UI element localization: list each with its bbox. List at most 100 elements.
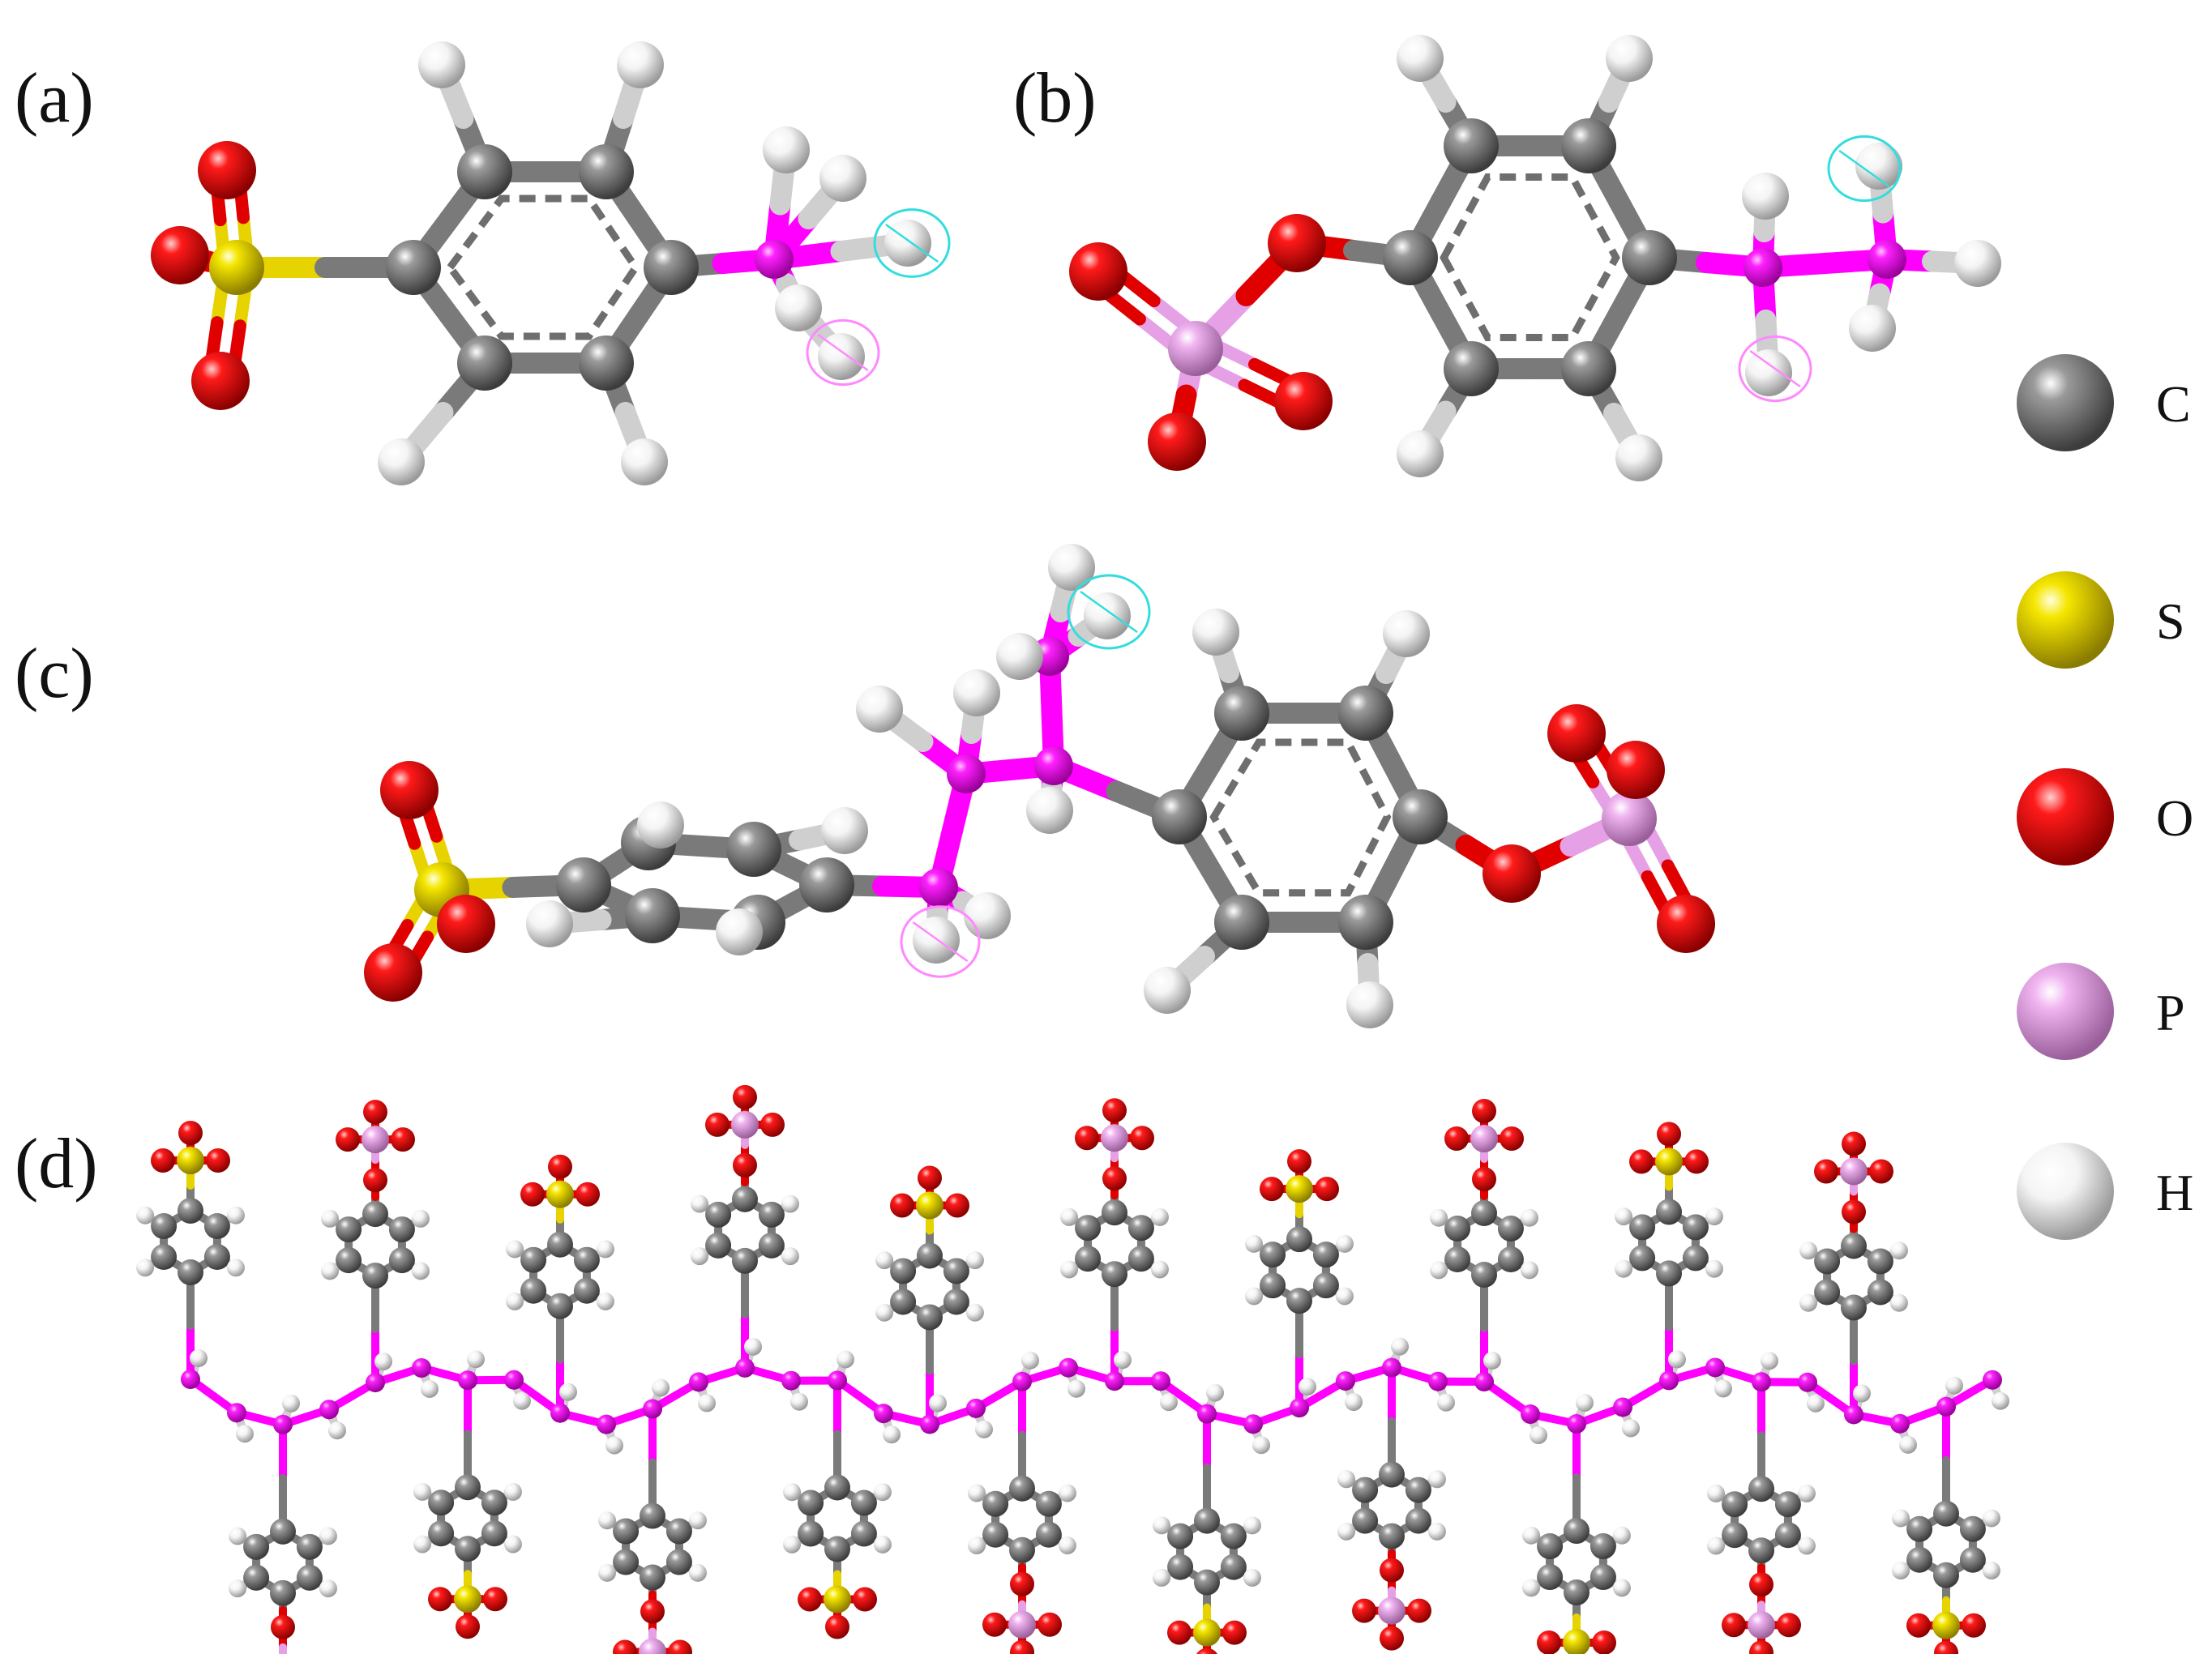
mol-d-atom-backbone-carbon-128	[781, 1370, 801, 1391]
mol-b-atom-carbon-7	[1561, 118, 1616, 173]
mol-d-atom-backbone-carbon-296	[1659, 1370, 1679, 1391]
mol-d-atom-hydrogen-147	[883, 1425, 901, 1444]
mol-d-atom-hydrogen-1	[190, 1349, 208, 1367]
mol-d-atom-carbon-242	[1379, 1523, 1405, 1549]
mol-d-atom-backbone-carbon-56	[458, 1370, 477, 1391]
mol-d-atom-hydrogen-270	[1520, 1261, 1538, 1280]
mol-d-atom-carbon-210	[1220, 1523, 1247, 1549]
mol-d-atom-carbon-229	[1312, 1272, 1339, 1299]
mol-d-atom-oxygen-256	[1380, 1626, 1404, 1651]
mol-d-atom-carbon-228	[1312, 1242, 1339, 1268]
panel-label-d: (d)	[15, 1125, 98, 1203]
mol-a-atom-carbon-4	[386, 240, 441, 295]
mol-d-atom-oxygen-88	[575, 1182, 600, 1207]
mol-d-atom-oxygen-69	[428, 1587, 452, 1612]
mol-c-atom-carbon-6	[726, 822, 781, 877]
mol-d-atom-hydrogen-269	[1520, 1208, 1538, 1227]
mol-c-atom-hydrogen-24	[1026, 787, 1073, 834]
mol-d-atom-carbon-76	[547, 1293, 573, 1319]
mol-c-atom-oxygen-1	[380, 761, 439, 819]
mol-d-atom-phosphorus-105	[639, 1638, 666, 1654]
mol-d-atom-carbon-62	[481, 1489, 507, 1516]
mol-d-atom-oxygen-13	[151, 1148, 175, 1173]
mol-d-atom-carbon-355	[1906, 1546, 1933, 1573]
mol-d-atom-hydrogen-361	[1892, 1509, 1910, 1528]
mol-d-atom-carbon-151	[890, 1289, 917, 1315]
mol-d-atom-carbon-169	[982, 1521, 1009, 1548]
mol-d-atom-carbon-99	[665, 1549, 692, 1575]
mol-b-atom-phosphorus-0	[1168, 321, 1223, 376]
mol-d-atom-backbone-carbon-183	[1059, 1357, 1078, 1378]
mol-d-atom-backbone-carbon-185	[1105, 1371, 1124, 1391]
mol-d-atom-carbon-246	[1405, 1477, 1431, 1503]
mol-d-atom-carbon-320	[1774, 1491, 1801, 1518]
mol-d-atom-backbone-carbon-37	[366, 1373, 385, 1393]
mol-d-atom-oxygen-255	[1407, 1598, 1431, 1623]
mol-d-atom-oxygen-30	[271, 1614, 295, 1639]
mol-d-atom-carbon-134	[798, 1489, 824, 1516]
mol-d-atom-backbone-carbon-278	[1567, 1414, 1586, 1434]
mol-a-atom-hydrogen-16	[819, 155, 866, 202]
mol-d-atom-hydrogen-176	[1058, 1484, 1076, 1502]
mol-d-atom-oxygen-126	[760, 1112, 785, 1137]
mol-d-atom-hydrogen-205	[1206, 1383, 1224, 1402]
mol-d-atom-hydrogen-55	[421, 1380, 439, 1399]
mol-d-atom-sulfur-86	[546, 1180, 574, 1208]
mol-d-atom-carbon-207	[1167, 1554, 1194, 1580]
mol-b-atom-oxygen-1	[1268, 214, 1326, 272]
mol-d-atom-carbon-340	[1867, 1279, 1893, 1306]
mol-d-atom-oxygen-104	[640, 1599, 665, 1624]
mol-d-atom-hydrogen-110	[698, 1394, 716, 1413]
mol-d-atom-oxygen-161	[890, 1193, 914, 1218]
mol-d-atom-oxygen-197	[1102, 1166, 1127, 1191]
mol-c-atom-oxygen-38	[1547, 704, 1606, 763]
mol-d-atom-hydrogen-277	[1530, 1426, 1547, 1445]
mol-d-atom-oxygen-87	[520, 1182, 545, 1207]
mol-d-atom-carbon-133	[798, 1520, 824, 1547]
mol-c-atom-hydrogen-21	[1048, 544, 1095, 591]
mol-b-atom-carbon-8	[1622, 230, 1677, 285]
mol-d-atom-carbon-98	[665, 1518, 692, 1545]
mol-d-atom-carbon-224	[1286, 1288, 1312, 1314]
mol-d-atom-carbon-208	[1167, 1523, 1194, 1549]
mol-d-atom-hydrogen-250	[1427, 1470, 1446, 1489]
mol-a-atom-hydrogen-15	[763, 126, 810, 173]
mol-a-atom-carbon-5	[457, 144, 512, 199]
mol-d-atom-backbone-carbon-18	[273, 1414, 293, 1434]
mol-d-atom-hydrogen-221	[1252, 1436, 1270, 1455]
mol-d-atom-carbon-192	[1127, 1246, 1154, 1272]
mol-d-atom-carbon-284	[1589, 1533, 1616, 1560]
mol-d-atom-hydrogen-304	[1615, 1259, 1633, 1278]
mol-d-atom-oxygen-180	[982, 1612, 1007, 1637]
mol-d-atom-carbon-243	[1352, 1507, 1379, 1534]
mol-d-atom-hydrogen-103	[688, 1563, 707, 1582]
mol-d-atom-hydrogen-332	[1807, 1394, 1825, 1413]
mol-d-atom-carbon-319	[1748, 1476, 1774, 1502]
mol-d-atom-hydrogen-167	[1021, 1351, 1039, 1370]
mol-a-atom-carbon-7	[644, 240, 699, 295]
mol-c-atom-hydrogen-12	[526, 900, 573, 947]
mol-c-atom-carbon-30	[1338, 895, 1393, 950]
mol-d-atom-backbone-carbon-276	[1521, 1404, 1540, 1425]
mol-d-atom-hydrogen-47	[411, 1209, 430, 1228]
mol-d-atom-hydrogen-129	[790, 1392, 808, 1411]
mol-d-atom-hydrogen-248	[1337, 1522, 1356, 1541]
mol-c-atom-hydrogen-19	[953, 669, 1000, 716]
panel-label-a: (a)	[15, 59, 94, 138]
mol-d-atom-hydrogen-149	[929, 1394, 947, 1413]
mol-d-atom-hydrogen-17	[236, 1425, 254, 1443]
mol-d-atom-hydrogen-194	[1060, 1207, 1079, 1226]
mol-d-atom-hydrogen-193	[1060, 1260, 1079, 1279]
mol-d-atom-carbon-22	[243, 1533, 270, 1560]
mol-d-atom-oxygen-348	[1869, 1159, 1893, 1184]
mol-d-atom-hydrogen-214	[1243, 1516, 1261, 1535]
mol-d-atom-oxygen-326	[1749, 1572, 1773, 1597]
mol-d-atom-hydrogen-323	[1707, 1484, 1726, 1502]
mol-c-atom-carbon-7	[799, 857, 854, 912]
mol-d-atom-carbon-118	[758, 1232, 785, 1259]
legend-label-sulfur: S	[2156, 592, 2185, 650]
mol-d-atom-backbone-carbon-333	[1844, 1404, 1863, 1425]
mol-d-atom-carbon-80	[573, 1246, 600, 1273]
mol-d-atom-carbon-170	[982, 1490, 1009, 1517]
mol-d-atom-carbon-136	[850, 1489, 877, 1516]
